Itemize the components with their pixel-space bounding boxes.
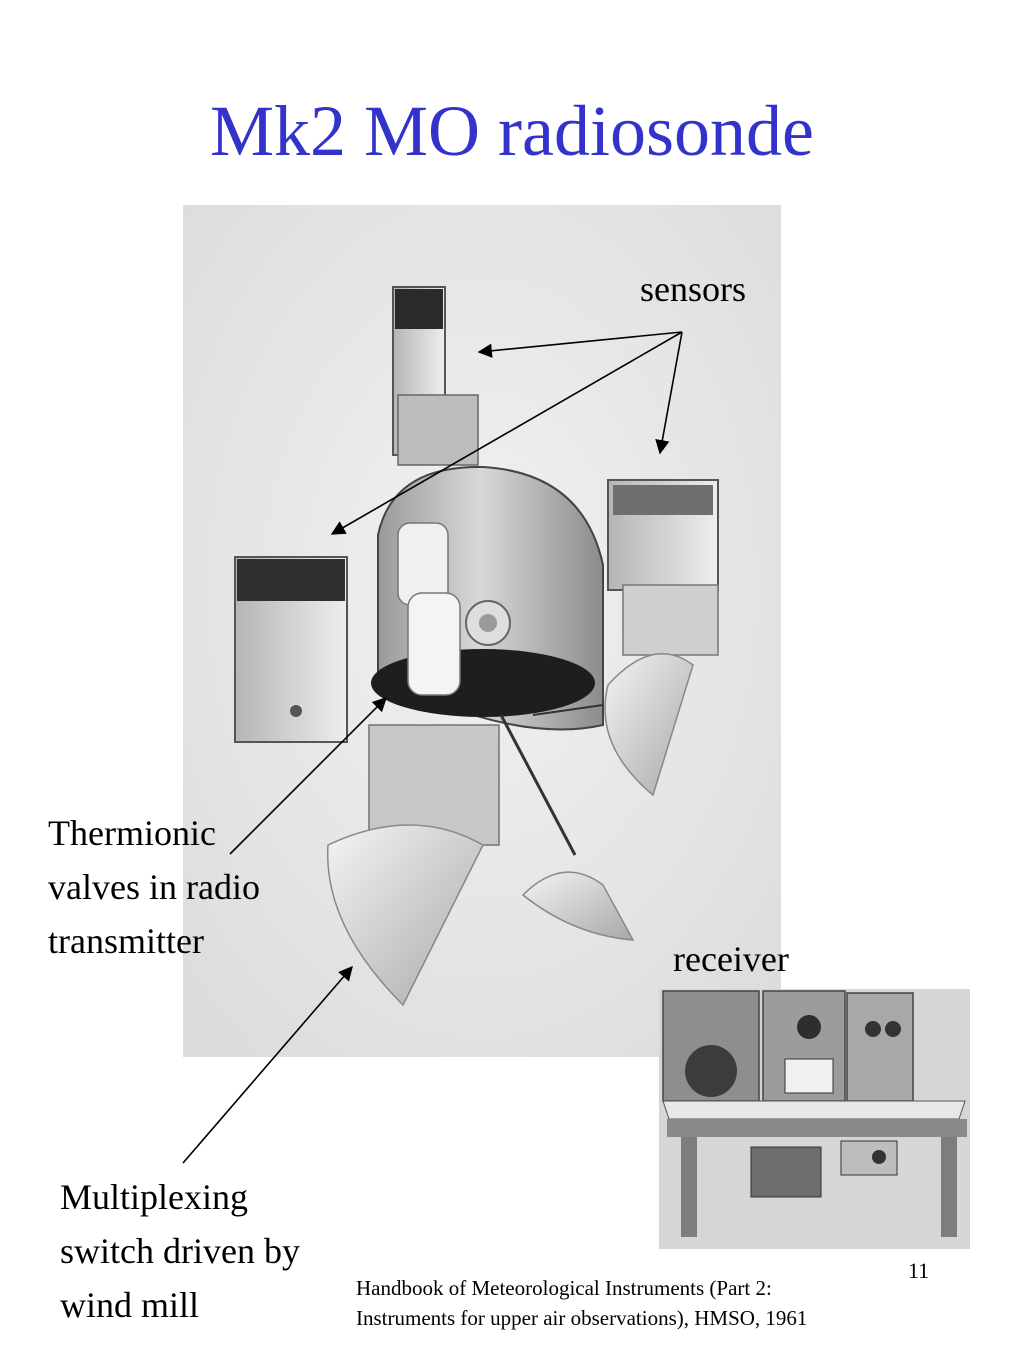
slide-number: 11 [908,1258,930,1283]
slide-title: Mk2 MO radiosonde [210,91,814,171]
sensor-arrow-left [330,331,683,535]
sensor-arrow-top [477,331,683,358]
radiosonde-illustration [183,205,781,1057]
windmill-arrow [182,965,353,1164]
multiplexing-switch-label: Multiplexing switch driven by wind mill [60,1177,300,1325]
sensors-label: sensors [640,269,746,309]
thermionic-valves-label: Thermionic valves in radio transmitter [48,813,260,961]
valves-arrow [229,696,388,855]
receiver-photo [659,989,970,1249]
citation-line-2: Instruments for upper air observations),… [356,1306,808,1330]
receiver-label: receiver [673,939,789,979]
receiver-illustration [659,989,970,1249]
sensor-arrow-right [655,331,683,455]
citation-line-1: Handbook of Meteorological Instruments (… [356,1276,772,1300]
citation: Handbook of Meteorological Instruments (… [356,1273,956,1333]
